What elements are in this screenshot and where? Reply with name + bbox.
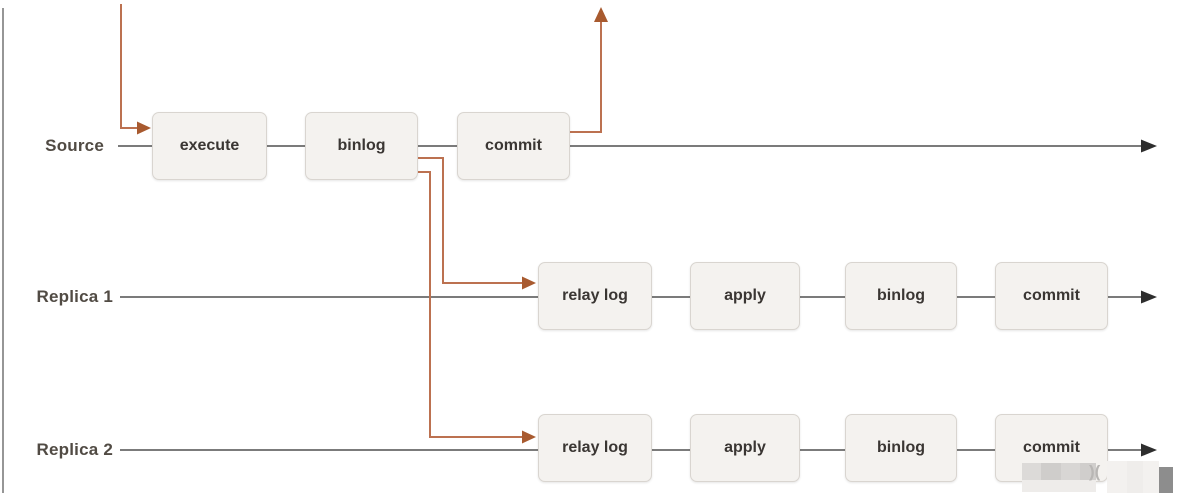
row-label-source: Source: [45, 136, 104, 155]
figure-left-border: [2, 8, 4, 493]
row-label-replica1: Replica 1: [36, 287, 113, 306]
replica1-timeline-arrowhead-icon: [1141, 290, 1157, 304]
source-timeline-arrowhead-icon: [1141, 139, 1157, 153]
row-label-replica2: Replica 2: [36, 440, 113, 459]
replica2-timeline-arrowhead-icon: [1141, 443, 1157, 457]
